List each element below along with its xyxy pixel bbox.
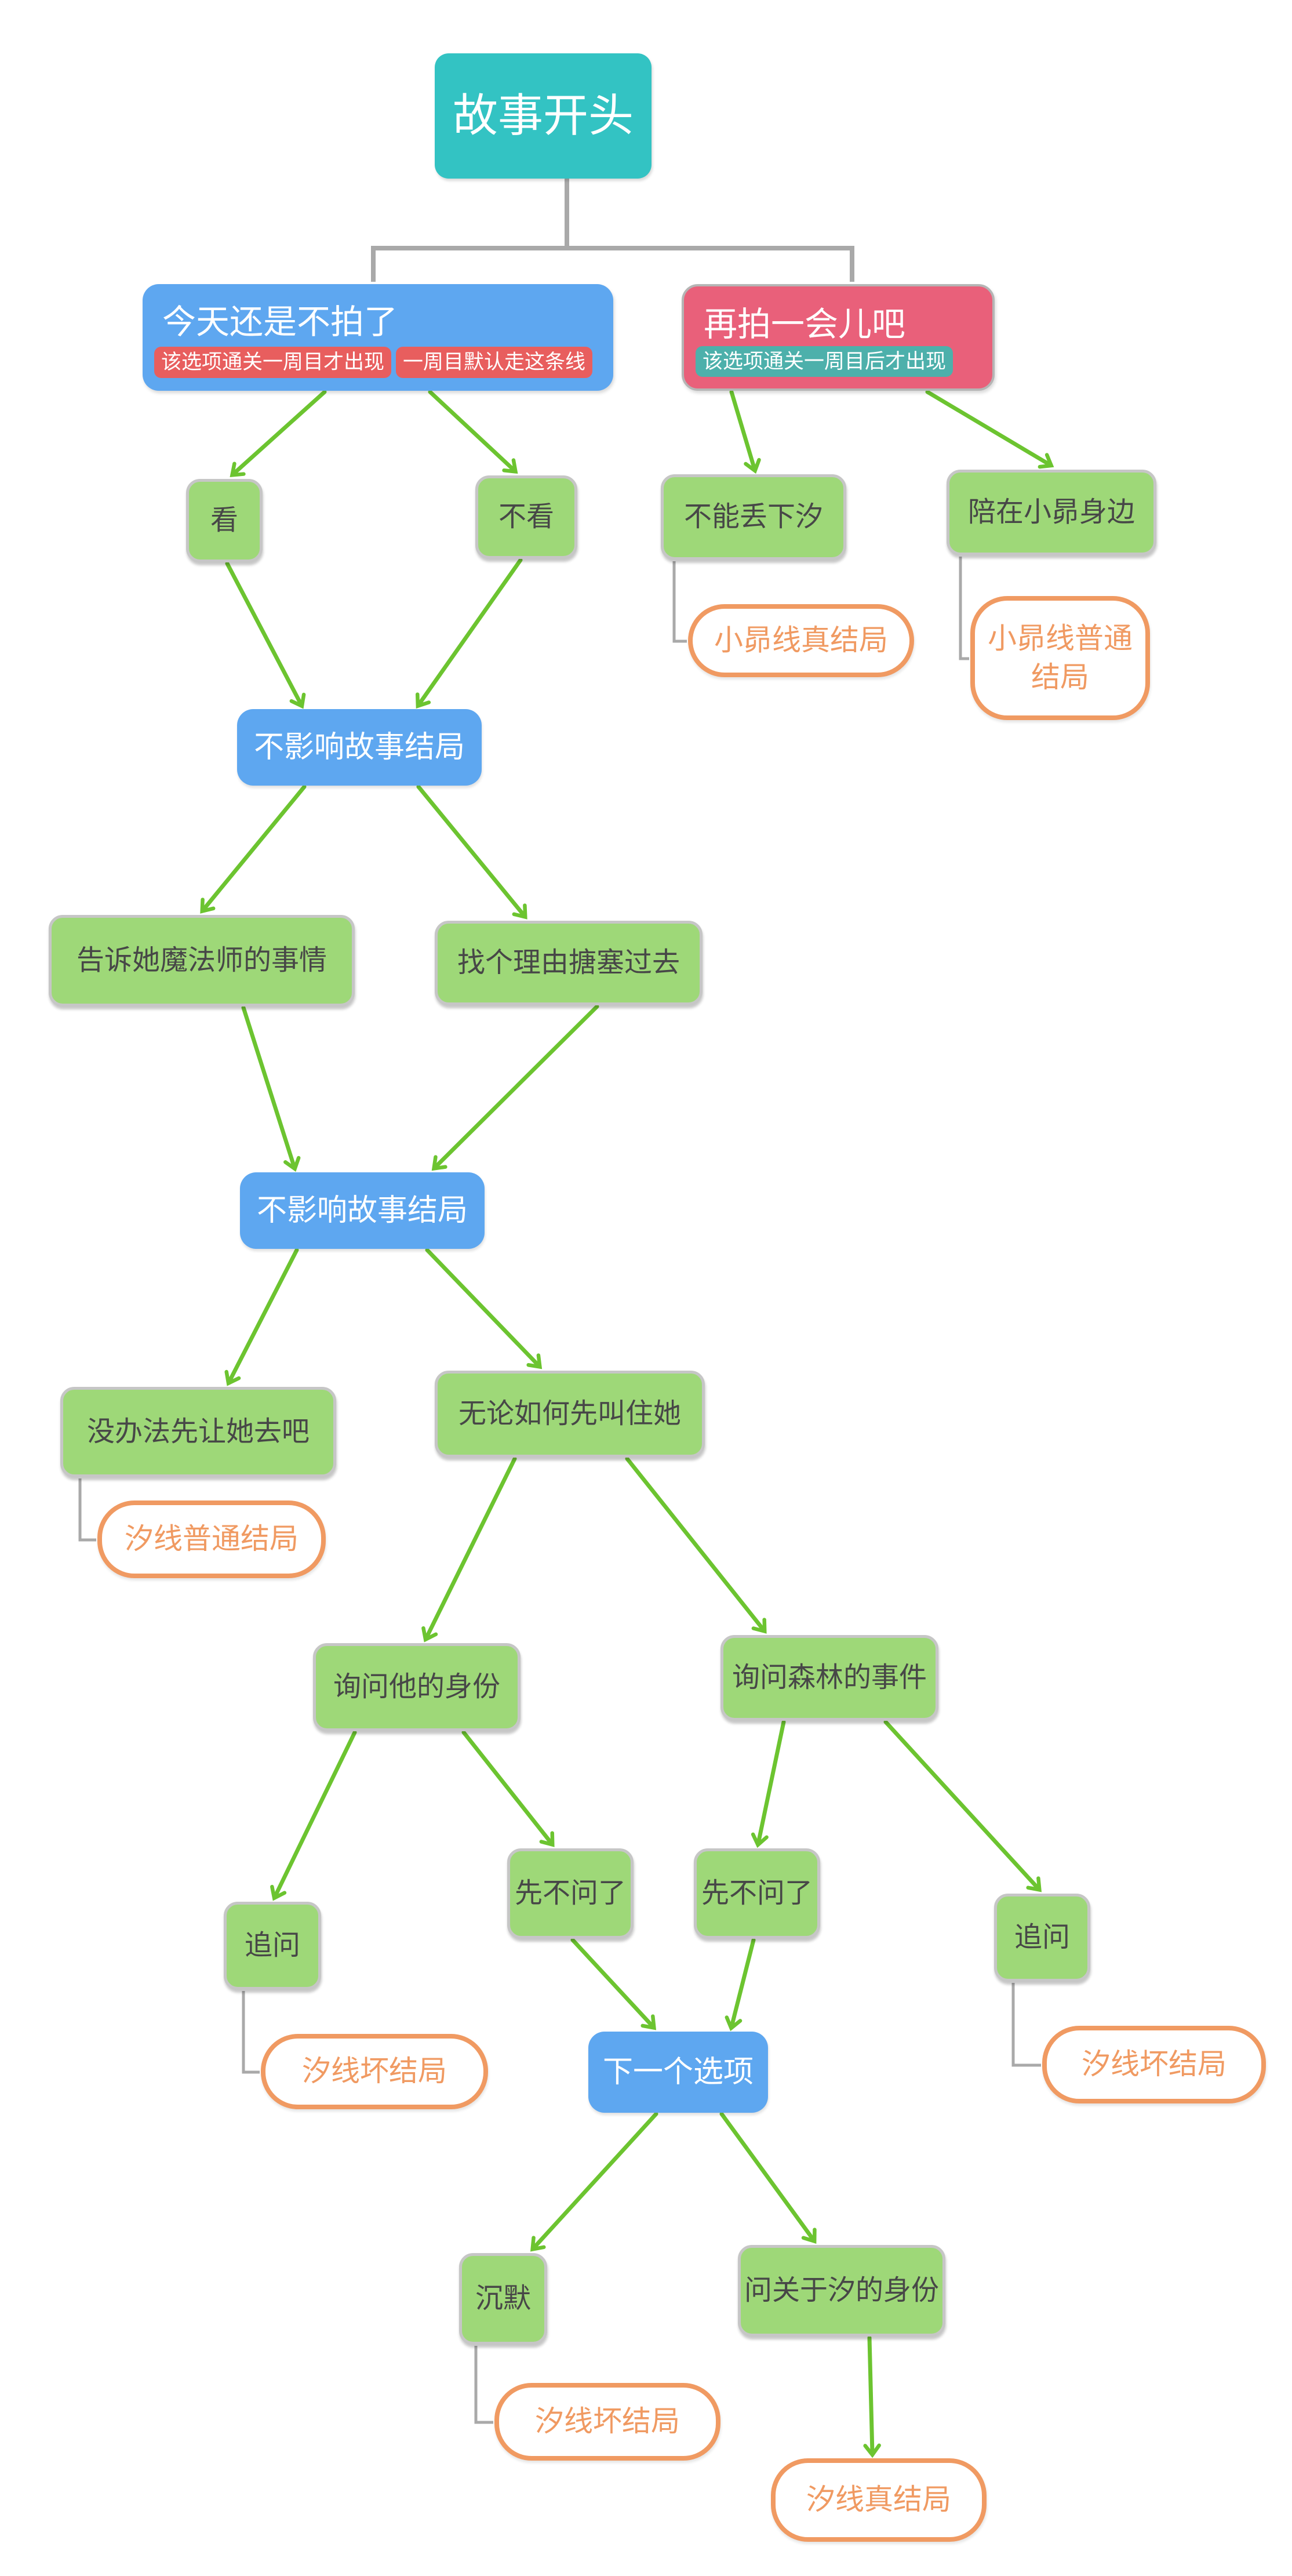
edge-story-start-to-choice-keep-photo: [567, 246, 854, 282]
edge-ask-identity-to-dont-ask-left: [461, 1730, 555, 1847]
node-next-option[interactable]: 下一个选项: [588, 2032, 768, 2113]
node-ask-forest[interactable]: 询问森林的事件: [720, 1635, 938, 1721]
node-stay-with-xiaoang[interactable]: 陪在小昴身边: [947, 470, 1156, 555]
edge-choice-keep-photo-to-stay-with-xiaoang: [925, 390, 1054, 469]
edge-not-look-to-no-effect-1: [415, 558, 523, 709]
node-ending-xi-normal[interactable]: 汐线普通结局: [97, 1500, 326, 1578]
unlock-condition-badge: 该选项通关一周目才出现: [154, 347, 392, 378]
edge-make-excuse-to-no-effect-2: [431, 1004, 599, 1171]
edge-press-right-to-ending-xi-bad-right: [1011, 1983, 1041, 2067]
node-label: 不看: [498, 502, 554, 532]
node-make-excuse[interactable]: 找个理由搪塞过去: [435, 921, 703, 1005]
node-tell-magician[interactable]: 告诉她魔法师的事情: [49, 915, 355, 1007]
node-label: 今天还是不拍了: [162, 303, 398, 341]
node-ending-xiaoang-normal[interactable]: 小昴线普通结局: [970, 596, 1150, 720]
node-silence[interactable]: 沉默: [459, 2253, 547, 2345]
badge-row: 该选项通关一周目后才出现: [696, 346, 953, 377]
node-label: 汐线真结局: [806, 2483, 951, 2516]
node-ending-xi-bad-right[interactable]: 汐线坏结局: [1042, 2026, 1266, 2103]
edge-story-start-to-choice-no-photo: [371, 179, 569, 282]
edge-no-effect-2-to-call-her: [425, 1248, 543, 1369]
node-label: 无论如何先叫住她: [458, 1398, 681, 1429]
node-label: 问关于汐的身份: [744, 2275, 939, 2306]
node-ending-xi-true[interactable]: 汐线真结局: [771, 2458, 987, 2542]
edge-silence-to-ending-xi-bad-bottom: [474, 2346, 493, 2424]
node-label: 看: [210, 505, 238, 536]
node-press-right[interactable]: 追问: [994, 1894, 1090, 1982]
edge-cant-leave-xi-to-ending-xiaoang-true: [672, 561, 687, 643]
node-cant-leave-xi[interactable]: 不能丢下汐: [661, 474, 846, 560]
node-no-effect-2[interactable]: 不影响故事结局: [240, 1172, 485, 1249]
node-label: 小昴线普通结局: [988, 622, 1133, 694]
edge-dont-ask-left-to-next-option: [570, 1938, 657, 2030]
node-story-start[interactable]: 故事开头: [435, 53, 652, 179]
node-label: 先不问了: [701, 1878, 813, 1909]
node-label: 汐线普通结局: [125, 1523, 299, 1556]
unlock-condition-badge: 一周目默认走这条线: [396, 347, 593, 378]
node-press-left[interactable]: 追问: [224, 1902, 321, 1990]
edge-let-her-go-to-ending-xi-normal: [78, 1478, 96, 1542]
edge-dont-ask-right-to-next-option: [725, 1938, 756, 2032]
edge-choice-keep-photo-to-cant-leave-xi: [729, 390, 761, 474]
node-label: 沉默: [475, 2283, 531, 2314]
node-ending-xiaoang-true[interactable]: 小昴线真结局: [688, 604, 914, 677]
node-label: 询问森林的事件: [731, 1662, 927, 1693]
edge-no-effect-2-to-let-her-go: [224, 1248, 299, 1386]
node-choice-no-photo[interactable]: 今天还是不拍了该选项通关一周目才出现一周目默认走这条线: [143, 284, 613, 391]
node-label: 故事开头: [452, 90, 634, 141]
node-label: 追问: [1014, 1922, 1070, 1953]
node-ask-about-xi[interactable]: 问关于汐的身份: [738, 2245, 945, 2337]
edge-look-to-no-effect-1: [225, 561, 306, 709]
edge-ask-forest-to-dont-ask-right: [751, 1720, 786, 1848]
edge-ask-about-xi-to-ending-xi-true: [863, 2335, 881, 2458]
node-call-her[interactable]: 无论如何先叫住她: [435, 1371, 705, 1458]
edge-press-left-to-ending-xi-bad-left: [242, 1991, 260, 2074]
edge-next-option-to-silence: [530, 2112, 658, 2252]
node-ending-xi-bad-left[interactable]: 汐线坏结局: [261, 2034, 488, 2109]
node-label: 没办法先让她去吧: [86, 1416, 310, 1447]
node-label: 小昴线真结局: [714, 624, 888, 657]
node-let-her-go[interactable]: 没办法先让她去吧: [60, 1387, 336, 1477]
edge-no-effect-1-to-make-excuse: [416, 784, 527, 920]
edge-ask-forest-to-press-right: [883, 1720, 1042, 1892]
node-no-effect-1[interactable]: 不影响故事结局: [237, 709, 482, 786]
node-label: 询问他的身份: [333, 1672, 500, 1702]
node-ending-xi-bad-bottom[interactable]: 汐线坏结局: [494, 2383, 720, 2461]
edge-choice-no-photo-to-not-look: [428, 390, 518, 474]
node-label: 不影响故事结局: [253, 730, 465, 764]
node-label: 不影响故事结局: [256, 1193, 468, 1227]
badge-row: 该选项通关一周目才出现一周目默认走这条线: [154, 347, 593, 378]
node-not-look[interactable]: 不看: [475, 475, 577, 559]
edge-ask-identity-to-press-left: [270, 1730, 357, 1901]
edge-no-effect-1-to-tell-magician: [200, 784, 307, 914]
node-look[interactable]: 看: [186, 479, 263, 562]
node-label: 陪在小昴身边: [967, 497, 1135, 528]
node-ask-identity[interactable]: 询问他的身份: [313, 1643, 521, 1731]
edge-call-her-to-ask-forest: [625, 1456, 767, 1634]
node-choice-keep-photo[interactable]: 再拍一会儿吧该选项通关一周目后才出现: [682, 284, 995, 391]
node-label: 汐线坏结局: [1082, 2048, 1227, 2081]
node-label: 找个理由搪塞过去: [457, 947, 680, 978]
node-label: 汐线坏结局: [302, 2055, 447, 2088]
node-label: 告诉她魔法师的事情: [76, 945, 327, 976]
node-label: 汐线坏结局: [535, 2405, 680, 2438]
edge-stay-with-xiaoang-to-ending-xiaoang-normal: [959, 557, 969, 660]
edge-tell-magician-to-no-effect-2: [241, 1005, 301, 1172]
node-dont-ask-left[interactable]: 先不问了: [507, 1848, 634, 1939]
edge-call-her-to-ask-identity: [421, 1456, 517, 1643]
node-label: 下一个选项: [602, 2055, 754, 2089]
node-label: 先不问了: [514, 1878, 626, 1909]
node-label: 追问: [244, 1930, 300, 1961]
node-dont-ask-right[interactable]: 先不问了: [694, 1848, 820, 1939]
edge-next-option-to-ask-about-xi: [719, 2112, 817, 2244]
node-label: 不能丢下汐: [683, 502, 823, 532]
unlock-condition-badge: 该选项通关一周目后才出现: [696, 346, 953, 377]
edge-choice-no-photo-to-look: [230, 390, 327, 477]
node-label: 再拍一会儿吧: [704, 306, 906, 343]
